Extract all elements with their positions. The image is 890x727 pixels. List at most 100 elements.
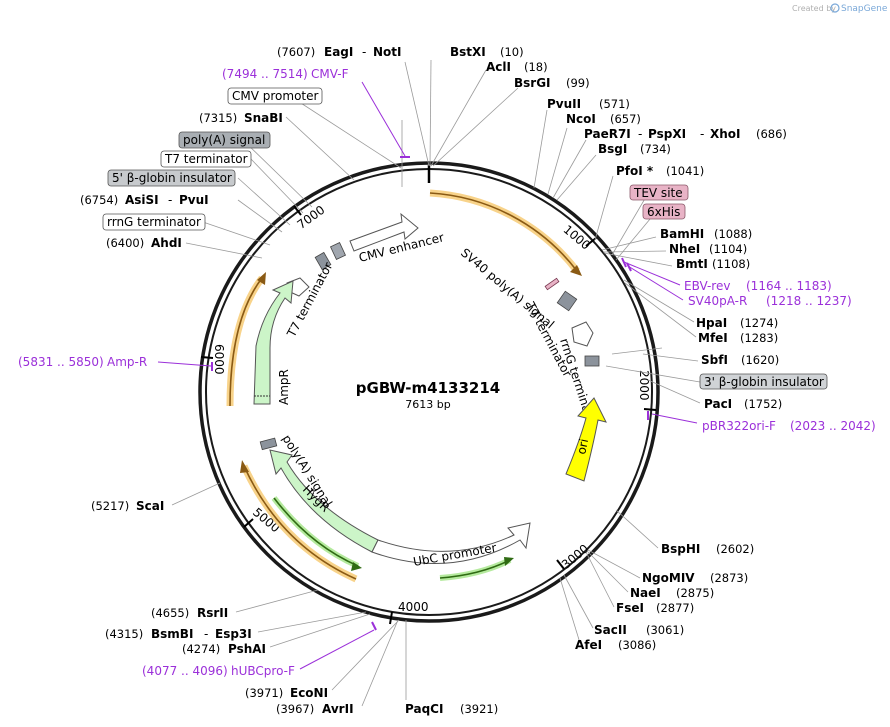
site-fsei[interactable]: FseI (2877) <box>616 601 694 615</box>
site-bsmbi-pos: (4315) <box>105 627 143 641</box>
site-hpai-pos: (1274) <box>740 316 778 330</box>
primer-hubcpro-f-name: hUBCpro-F <box>231 664 295 678</box>
site-eagi-noti[interactable]: (7607) EagI - NotI <box>277 45 402 59</box>
site-asisi-pvui[interactable]: (6754) AsiSI - PvuI <box>80 193 209 207</box>
site-acli-name: AclI <box>486 60 511 74</box>
site-bsrgi[interactable]: BsrGI (99) <box>514 76 590 90</box>
ubc-promoter-label: UbC promoter <box>412 541 497 569</box>
site-avrii[interactable]: (3967) AvrII <box>276 702 354 716</box>
primer-hubcpro-f[interactable]: (4077 .. 4096) hUBCpro-F <box>142 664 295 678</box>
site-naei[interactable]: NaeI (2875) <box>630 586 714 600</box>
tick-label-7000: 7000 <box>295 203 328 232</box>
orf-arc-top <box>429 189 582 276</box>
feature-t7-terminator[interactable]: T7 terminator <box>160 150 252 168</box>
snapgene-logo: SnapGene <box>830 3 888 14</box>
site-bamhi[interactable]: BamHI (1088) <box>660 227 752 241</box>
site-ngomiv[interactable]: NgoMIV (2873) <box>642 571 748 585</box>
site-pshai[interactable]: (4274) PshAI <box>182 642 266 656</box>
feature-3-b-globin-label: 3' β-globin insulator <box>704 375 824 389</box>
site-snabi[interactable]: (7315) SnaBI <box>199 111 283 125</box>
site-econi[interactable]: (3971) EcoNI <box>245 686 328 700</box>
primer-pbr322ori-f[interactable]: pBR322ori-F (2023 .. 2042) <box>702 419 876 433</box>
site-paer7i-pspxi-xhoi[interactable]: PaeR7I - PspXI - XhoI (686) <box>584 127 787 141</box>
site-pfoi[interactable]: PfoI * (1041) <box>616 164 704 178</box>
site-ncoi-pos: (657) <box>610 112 641 126</box>
site-bamhi-name: BamHI <box>660 227 704 241</box>
feature-tev-site[interactable]: TEV site <box>629 184 689 201</box>
site-sbfi-name: SbfI <box>701 353 728 367</box>
site-bsphi-name: BspHI <box>661 542 700 556</box>
ampr-arrow <box>253 280 294 405</box>
site-avrii-name: AvrII <box>322 702 354 716</box>
ampr-label: AmpR <box>277 369 291 405</box>
site-ncoi[interactable]: NcoI (657) <box>566 112 641 126</box>
site-afei[interactable]: AfeI (3086) <box>575 638 656 652</box>
sv40-polya-mark <box>556 290 578 312</box>
primer-ebv-rev-range: (1164 .. 1183) <box>746 279 832 293</box>
site-sacii[interactable]: SacII (3061) <box>594 623 684 637</box>
site-rsrii[interactable]: (4655) RsrII <box>151 606 228 620</box>
site-ngomiv-pos: (2873) <box>710 571 748 585</box>
feature-3-b-globin-insulator[interactable]: 3' β-globin insulator <box>699 373 828 390</box>
leader-lines <box>171 59 701 707</box>
orf-arc-left <box>226 272 266 407</box>
site-pvuii[interactable]: PvuII (571) <box>547 97 630 111</box>
site-sacii-pos: (3061) <box>646 623 684 637</box>
site-ahdi[interactable]: (6400) AhdI <box>106 236 182 250</box>
site-bstxi[interactable]: BstXI (10) <box>450 45 524 59</box>
ubc-green-arc <box>439 557 514 581</box>
site-ncoi-name: NcoI <box>566 112 596 126</box>
site-pspxi-name: PspXI <box>648 127 686 141</box>
tev-site-mark <box>544 277 560 291</box>
primer-cmv-f-range: (7494 .. 7514) <box>222 67 308 81</box>
site-paqci[interactable]: PaqCI (3921) <box>405 702 498 716</box>
primer-cmv-f[interactable]: (7494 .. 7514) CMV-F <box>222 67 349 81</box>
site-mfei[interactable]: MfeI (1283) <box>698 331 778 345</box>
site-bsgi-pos: (734) <box>640 142 671 156</box>
site-bsmbi-name: BsmBI <box>151 627 193 641</box>
site-sbfi[interactable]: SbfI (1620) <box>701 353 779 367</box>
plasmid-size: 7613 bp <box>405 398 450 411</box>
svg-text:-: - <box>638 127 642 141</box>
cmv-enhancer-arrow <box>349 212 419 252</box>
svg-text:-: - <box>700 127 704 141</box>
primer-amp-r-range: (5831 .. 5850) <box>18 355 104 369</box>
site-acli[interactable]: AclI (18) <box>486 60 548 74</box>
primer-sv40pa-r[interactable]: SV40pA-R (1218 .. 1237) <box>688 294 852 308</box>
site-pfoi-pos: (1041) <box>666 164 704 178</box>
site-naei-pos: (2875) <box>676 586 714 600</box>
primer-sv40pa-r-name: SV40pA-R <box>688 294 747 308</box>
feature-rrng-terminator-label: rrnG terminator <box>107 215 201 229</box>
feature-cmv-promoter[interactable]: CMV promoter <box>227 87 323 105</box>
site-scai[interactable]: (5217) ScaI <box>91 499 164 513</box>
site-bsmbi-esp3i[interactable]: (4315) BsmBI - Esp3I <box>105 627 252 641</box>
primer-cmv-f-name: CMV-F <box>311 67 349 81</box>
site-eagi-pos: (7607) <box>277 45 315 59</box>
feature-t7-terminator-label: T7 terminator <box>164 152 248 166</box>
primer-ebv-rev[interactable]: EBV-rev (1164 .. 1183) <box>684 279 832 293</box>
primer-amp-r[interactable]: (5831 .. 5850) Amp-R <box>18 355 147 369</box>
site-rsrii-pos: (4655) <box>151 606 189 620</box>
feature-5-b-globin-insulator[interactable]: 5' β-globin insulator <box>107 169 236 187</box>
feature-6xhis[interactable]: 6xHis <box>642 203 686 220</box>
site-bsphi[interactable]: BspHI (2602) <box>661 542 754 556</box>
site-eagi-name: EagI <box>324 45 353 59</box>
site-bsphi-pos: (2602) <box>716 542 754 556</box>
feature-rrng-terminator[interactable]: rrnG terminator <box>102 213 206 231</box>
site-hpai[interactable]: HpaI (1274) <box>696 316 778 330</box>
site-paci[interactable]: PacI (1752) <box>704 397 782 411</box>
tick-label-2000: 2000 <box>637 370 651 401</box>
primer-pbr322ori-f-range: (2023 .. 2042) <box>790 419 876 433</box>
primer-amp-r-name: Amp-R <box>107 355 147 369</box>
orf-arc-bottom-left <box>240 460 362 583</box>
site-sacii-name: SacII <box>594 623 627 637</box>
site-mfei-name: MfeI <box>698 331 728 345</box>
site-bmti[interactable]: BmtI (1108) <box>676 257 750 271</box>
site-pvui-name: PvuI <box>179 193 209 207</box>
feature-polya-signal[interactable]: poly(A) signal <box>178 131 271 149</box>
site-econi-name: EcoNI <box>290 686 328 700</box>
site-pshai-pos: (4274) <box>182 642 220 656</box>
site-nhei[interactable]: NheI (1104) <box>669 242 747 256</box>
site-paqci-name: PaqCI <box>405 702 443 716</box>
site-bsgi[interactable]: BsgI (734) <box>598 142 671 156</box>
